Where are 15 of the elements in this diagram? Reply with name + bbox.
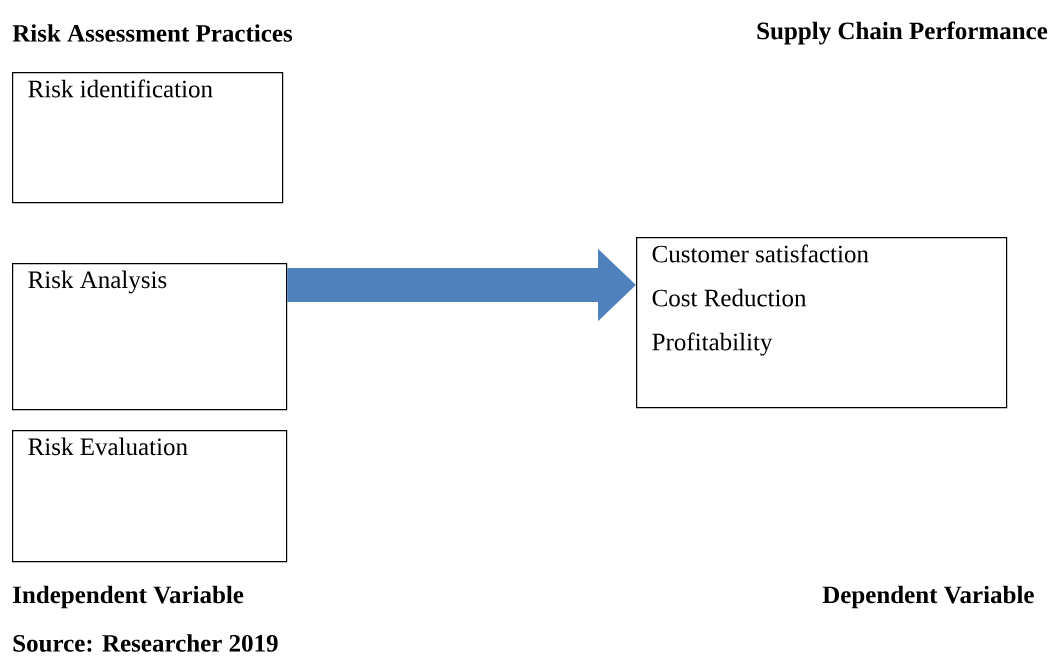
- variable-box: [12, 430, 288, 563]
- heading-text: Risk Assessment Practices: [12, 24, 293, 42]
- node-text: Risk Evaluation: [28, 437, 188, 456]
- node-text: Customer satisfaction: [652, 244, 869, 263]
- heading-text: Source: Researcher 2019: [13, 634, 278, 652]
- variable-box: [12, 72, 284, 204]
- variable-box: [12, 263, 288, 411]
- heading-text: Independent Variable: [13, 585, 244, 609]
- variable-box: [636, 237, 1008, 409]
- node-text: Risk Analysis: [28, 270, 167, 294]
- heading-text: Supply Chain Performance: [757, 21, 1048, 45]
- heading-text: Dependent Variable: [822, 585, 1034, 609]
- node-text: Risk identification: [28, 79, 213, 98]
- node-text: Cost Reduction: [652, 288, 807, 307]
- node-text: Profitability: [652, 332, 773, 356]
